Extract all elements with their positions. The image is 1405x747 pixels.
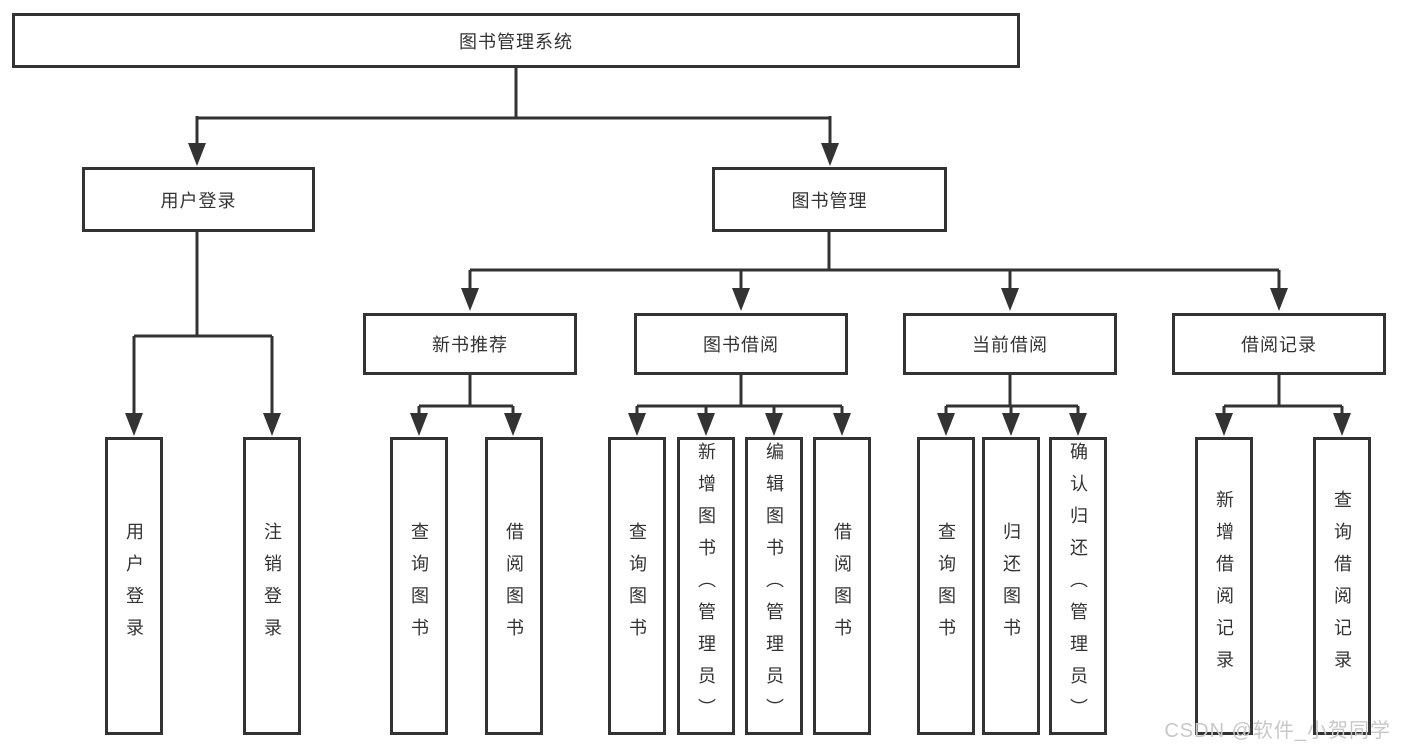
node-book-borrow: 图书借阅 xyxy=(634,313,848,375)
leaf-recommend-query-books: 查询图书 xyxy=(390,437,448,735)
node-new-book-recommend: 新书推荐 xyxy=(363,313,577,375)
leaf-records-add-record: 新增借阅记录 xyxy=(1195,437,1253,735)
leaf-logout: 注销登录 xyxy=(243,437,301,735)
leaf-user-login: 用户登录 xyxy=(105,437,163,735)
leaf-recommend-query-books-label: 查询图书 xyxy=(409,522,429,650)
node-user-login-label: 用户登录 xyxy=(160,190,237,211)
leaf-borrow-query-books: 查询图书 xyxy=(608,437,666,735)
leaf-current-confirm-return-admin-label: 确认归还（管理员） xyxy=(1068,442,1088,730)
leaf-logout-label: 注销登录 xyxy=(262,522,282,650)
leaf-borrow-add-books-admin: 新增图书（管理员） xyxy=(677,437,735,735)
node-borrow-records-label: 借阅记录 xyxy=(1241,335,1317,355)
watermark-text: CSDN @软件_小贺同学 xyxy=(1164,720,1391,742)
leaf-borrow-edit-books-admin-label: 编辑图书（管理员） xyxy=(764,442,784,730)
node-borrow-records: 借阅记录 xyxy=(1172,313,1386,375)
arrowhead-icons xyxy=(125,143,1351,436)
node-user-login: 用户登录 xyxy=(82,167,315,232)
node-book-management: 图书管理 xyxy=(712,167,947,232)
leaf-recommend-borrow-books: 借阅图书 xyxy=(485,437,543,735)
node-root: 图书管理系统 xyxy=(12,13,1020,68)
node-new-book-recommend-label: 新书推荐 xyxy=(432,335,508,355)
leaf-records-query-record-label: 查询借阅记录 xyxy=(1332,490,1352,682)
leaf-borrow-edit-books-admin: 编辑图书（管理员） xyxy=(745,437,803,735)
node-current-borrow-label: 当前借阅 xyxy=(972,335,1048,355)
leaf-borrow-query-books-label: 查询图书 xyxy=(627,522,647,650)
leaf-user-login-label: 用户登录 xyxy=(124,522,144,650)
leaf-current-return-books: 归还图书 xyxy=(982,437,1040,735)
leaf-current-query-books-label: 查询图书 xyxy=(936,522,956,650)
leaf-current-confirm-return-admin: 确认归还（管理员） xyxy=(1049,437,1107,735)
leaf-recommend-borrow-books-label: 借阅图书 xyxy=(504,522,524,650)
node-current-borrow: 当前借阅 xyxy=(903,313,1117,375)
leaf-current-return-books-label: 归还图书 xyxy=(1001,522,1021,650)
node-book-management-label: 图书管理 xyxy=(791,190,868,211)
node-root-label: 图书管理系统 xyxy=(459,31,573,52)
node-book-borrow-label: 图书借阅 xyxy=(703,335,779,355)
leaf-borrow-borrow-books-label: 借阅图书 xyxy=(832,522,852,650)
leaf-borrow-borrow-books: 借阅图书 xyxy=(813,437,871,735)
leaf-records-add-record-label: 新增借阅记录 xyxy=(1214,490,1234,682)
leaf-borrow-add-books-admin-label: 新增图书（管理员） xyxy=(696,442,716,730)
connector-lines xyxy=(132,68,1344,416)
leaf-records-query-record: 查询借阅记录 xyxy=(1313,437,1371,735)
leaf-current-query-books: 查询图书 xyxy=(917,437,975,735)
